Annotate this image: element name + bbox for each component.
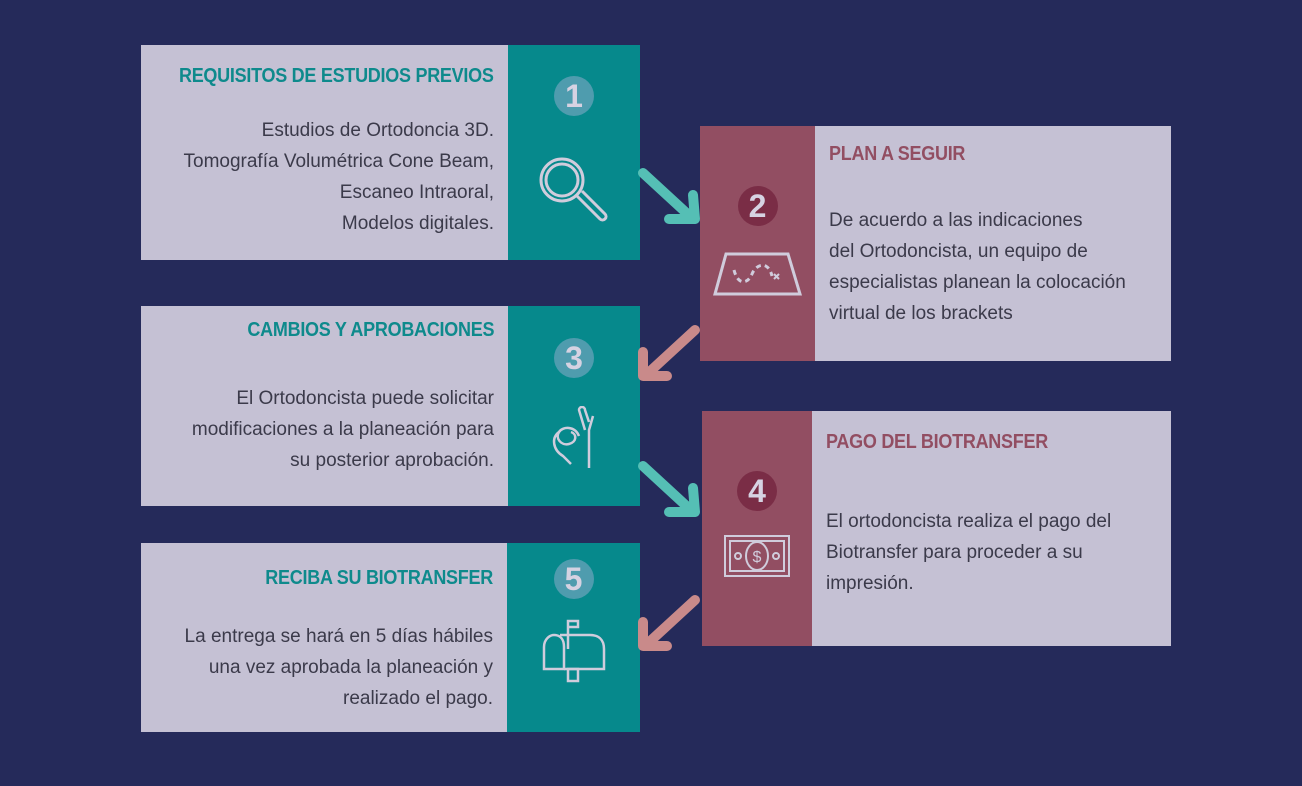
text-line: especialistas planean la colocación [829, 272, 1126, 293]
text-line: Escaneo Intraoral, [339, 182, 494, 203]
arrow-4-to-5 [638, 595, 700, 651]
step-1-number: 1 [554, 76, 594, 116]
step-3-number: 3 [554, 338, 594, 378]
magnifier-icon [539, 157, 608, 222]
text-line: La entrega se hará en 5 días hábiles [184, 626, 493, 647]
map-icon [712, 252, 802, 296]
text-line: del Ortodoncista, un equipo de [829, 241, 1088, 262]
text-line: Biotransfer para proceder a su [826, 542, 1083, 563]
arrow-2-to-3 [638, 325, 700, 381]
banknote-icon: $ [724, 535, 790, 577]
step-1-card: REQUISITOS DE ESTUDIOS PREVIOS Estudios … [141, 45, 508, 260]
step-4-title: PAGO DEL BIOTRANSFER [826, 431, 1048, 453]
step-3-card: CAMBIOS Y APROBACIONES El Ortodoncista p… [141, 306, 508, 506]
arrow-1-to-2 [638, 168, 700, 224]
step-2-description: De acuerdo a las indicaciones del Ortodo… [829, 205, 1126, 329]
svg-text:$: $ [753, 549, 762, 566]
step-4-number: 4 [737, 471, 777, 511]
step-3-description: El Ortodoncista puede solicitar modifica… [192, 383, 494, 476]
step-2-number: 2 [737, 186, 778, 226]
text-line: su posterior aprobación. [290, 450, 494, 471]
step-2-title: PLAN A SEGUIR [829, 143, 966, 165]
text-line: impresión. [826, 573, 914, 594]
step-1-description: Estudios de Ortodoncia 3D. Tomografía Vo… [184, 115, 495, 239]
step-5-band: 5 [507, 543, 640, 732]
step-5-description: La entrega se hará en 5 días hábiles una… [185, 621, 493, 714]
step-3-band: 3 [508, 306, 640, 506]
step-3-title: CAMBIOS Y APROBACIONES [247, 319, 494, 341]
step-2-card: PLAN A SEGUIR De acuerdo a las indicacio… [815, 126, 1171, 361]
mailbox-icon [542, 619, 605, 683]
step-1-title: REQUISITOS DE ESTUDIOS PREVIOS [179, 65, 494, 87]
text-line: El Ortodoncista puede solicitar [236, 388, 494, 409]
step-4-description: El ortodoncista realiza el pago del Biot… [826, 506, 1111, 599]
text-line: De acuerdo a las indicaciones [829, 210, 1083, 231]
text-line: Estudios de Ortodoncia 3D. [261, 120, 494, 141]
text-line: Tomografía Volumétrica Cone Beam, [183, 151, 495, 172]
text-line: modificaciones a la planeación para [191, 419, 494, 440]
step-4-band: 4 $ [702, 411, 812, 646]
step-5-title: RECIBA SU BIOTRANSFER [265, 567, 493, 589]
step-2-band: 2 [700, 126, 815, 361]
step-1-band: 1 [508, 45, 640, 260]
ok-hand-icon [552, 406, 595, 468]
text-line: realizado el pago. [343, 688, 493, 709]
arrow-3-to-4 [638, 461, 700, 517]
text-line: una vez aprobada la planeación y [208, 657, 493, 678]
text-line: virtual de los brackets [829, 303, 1013, 324]
step-4-card: PAGO DEL BIOTRANSFER El ortodoncista rea… [812, 411, 1171, 646]
step-5-card: RECIBA SU BIOTRANSFER La entrega se hará… [141, 543, 507, 732]
text-line: Modelos digitales. [341, 213, 494, 234]
step-5-number: 5 [553, 559, 594, 599]
text-line: El ortodoncista realiza el pago del [826, 511, 1112, 532]
